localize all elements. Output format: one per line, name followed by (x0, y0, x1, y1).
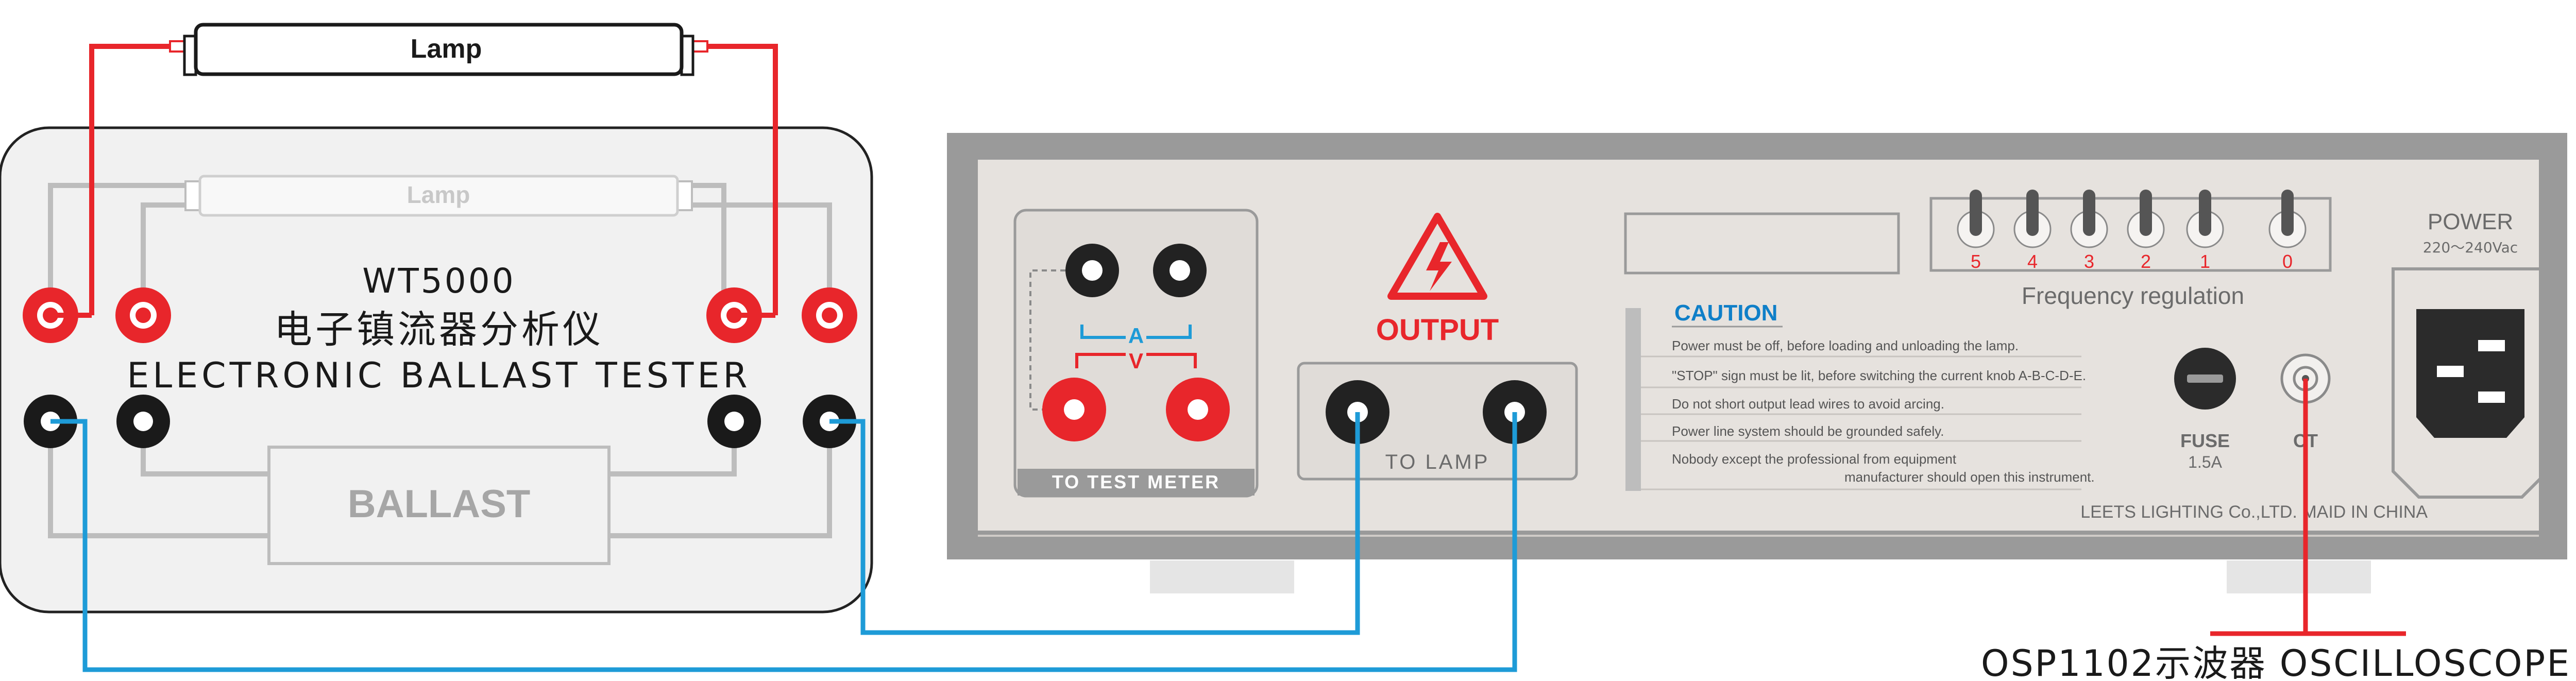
switch-2[interactable] (2127, 190, 2165, 248)
test-meter-group: TO TEST METER A V (1013, 209, 1259, 498)
power-socket-plate (2392, 267, 2549, 499)
power-pin-left (2437, 366, 2464, 377)
caution-line-6: manufacturer should open this instrument… (1844, 469, 2095, 485)
inner-lamp-label: Lamp (407, 181, 470, 208)
power-pin-top (2478, 340, 2505, 351)
english-name-label: ELECTRONIC BALLAST TESTER (127, 355, 751, 396)
switch-5[interactable] (1957, 190, 1995, 248)
fuse-ct-group: FUSE 1.5A CT (2174, 348, 2331, 471)
output-label: OUTPUT (1376, 313, 1499, 347)
a-label: A (1128, 324, 1144, 348)
instrument-foot-left (1150, 560, 1294, 593)
a-label-bg (1126, 324, 1146, 346)
test-meter-label-band (1018, 469, 1255, 496)
power-voltage: 220～240Vac (2423, 239, 2518, 256)
switch-number-5: 5 (1971, 251, 1981, 272)
tester-outline (0, 126, 873, 614)
red-wires (50, 44, 778, 318)
caution-line-2: "STOP" sign must be lit, before switchin… (1672, 368, 2086, 383)
external-lamp-tube (194, 23, 684, 76)
switch-number-3: 3 (2084, 251, 2094, 272)
fuse-label: FUSE (2180, 430, 2230, 451)
switch-number-4: 4 (2027, 251, 2038, 272)
blue-wires (50, 412, 1517, 672)
switch-number-0: 0 (2282, 251, 2293, 272)
frequency-label: Frequency regulation (2022, 282, 2244, 309)
v-terminal-left-hole (1064, 399, 1084, 420)
power-group: POWER 220～240Vac (2392, 209, 2549, 499)
switch-number-2: 2 (2141, 251, 2151, 272)
caution-line-3: Do not short output lead wires to avoid … (1672, 396, 1944, 412)
switch-1[interactable] (2186, 190, 2224, 248)
red-wire-right-outer (705, 44, 778, 315)
blue-wire-lower (50, 412, 1517, 672)
a-terminal-left-hole (1082, 260, 1103, 281)
switch-3[interactable] (2070, 190, 2108, 248)
red-wire-left-outer (89, 44, 173, 315)
warning-triangle-icon (1387, 213, 1487, 300)
model-label: WT5000 (362, 261, 516, 301)
display-window (1624, 212, 1900, 275)
external-lamp-label: Lamp (411, 34, 482, 64)
power-label: POWER (2428, 209, 2513, 234)
switch-panel (1929, 197, 2332, 272)
power-socket[interactable] (2416, 309, 2524, 438)
ballast-box (267, 446, 611, 565)
ballast-label: BALLAST (348, 482, 531, 526)
caution-side-bar (1625, 308, 1641, 491)
switch-number-1: 1 (2200, 251, 2210, 272)
caution-line-1: Power must be off, before loading and un… (1672, 338, 2019, 353)
test-meter-label: TO TEST METER (1052, 471, 1220, 492)
switch-0[interactable] (2268, 190, 2307, 248)
chinese-name-label: 电子镇流器分析仪 (274, 308, 604, 352)
lightning-icon (1426, 242, 1452, 291)
v-label: V (1129, 349, 1143, 373)
instrument-foot-right (2227, 560, 2371, 593)
caution-line-5: Nobody except the professional from equi… (1672, 451, 1957, 467)
caution-block: CAUTION Power must be off, before loadin… (1625, 300, 2095, 491)
oscilloscope-lead: OSP1102示波器 OSCILLOSCOPE (1981, 379, 2571, 681)
meter-dashed-link (1029, 269, 1065, 411)
v-terminal-right-hole (1188, 399, 1208, 420)
manufacturer-label: LEETS LIGHTING Co.,LTD. MAID IN CHINA (2080, 502, 2428, 522)
to-lamp-label: TO LAMP (1385, 451, 1490, 473)
blue-wire-upper (829, 412, 1360, 635)
frequency-switches: 5 4 3 2 1 0 Frequency regulation (1929, 190, 2332, 309)
external-lamp: Lamp (169, 23, 708, 76)
inner-lamp-tube (198, 175, 679, 217)
v-label-bg (1126, 350, 1146, 371)
tester-box: Lamp BALLAST WT5000 电子镇流器分析仪 ELECTRONIC … (0, 126, 873, 614)
a-terminal-right-hole (1170, 260, 1190, 281)
oscilloscope-label: OSP1102示波器 OSCILLOSCOPE (1981, 642, 2571, 681)
fuse-slot (2187, 374, 2223, 383)
caution-title: CAUTION (1674, 300, 1777, 326)
switch-4[interactable] (2013, 190, 2052, 248)
power-pin-bottom (2478, 391, 2505, 403)
fuse-value: 1.5A (2188, 453, 2222, 471)
caution-line-4: Power line system should be grounded saf… (1672, 423, 1944, 439)
